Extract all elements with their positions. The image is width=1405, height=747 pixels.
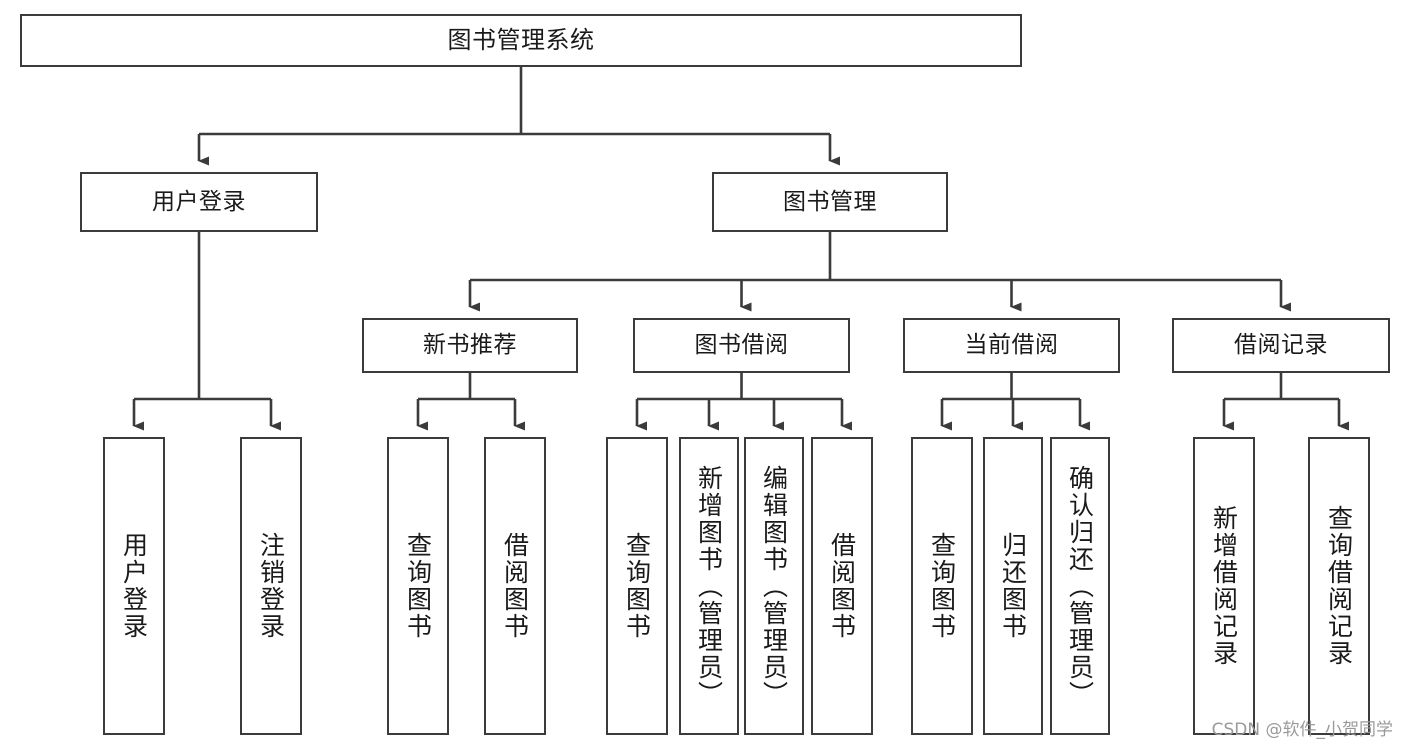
node-leaf-add-record[interactable]: 新增借阅记录 — [1193, 437, 1255, 735]
node-user-login[interactable]: 用户登录 — [80, 172, 318, 232]
node-leaf-logout[interactable]: 注销登录 — [240, 437, 302, 735]
node-label: 查询图书 — [927, 532, 957, 640]
node-label: 编辑图书（管理员） — [759, 464, 789, 708]
node-label: 查询借阅记录 — [1324, 505, 1354, 667]
node-borrow-record[interactable]: 借阅记录 — [1172, 318, 1390, 373]
node-label: 当前借阅 — [964, 332, 1059, 359]
node-label: 图书管理 — [783, 188, 877, 215]
node-label: 用户登录 — [119, 532, 149, 640]
node-label: 图书管理系统 — [447, 25, 595, 54]
node-label: 归还图书 — [998, 532, 1028, 640]
node-book-borrow[interactable]: 图书借阅 — [633, 318, 850, 373]
node-leaf-borrow-book-2[interactable]: 借阅图书 — [811, 437, 873, 735]
node-leaf-borrow-book-1[interactable]: 借阅图书 — [484, 437, 546, 735]
node-leaf-return-book[interactable]: 归还图书 — [983, 437, 1043, 735]
node-current-borrow[interactable]: 当前借阅 — [903, 318, 1120, 373]
node-root[interactable]: 图书管理系统 — [20, 14, 1022, 67]
node-label: 查询图书 — [622, 532, 652, 640]
node-label: 确认归还（管理员） — [1065, 464, 1095, 708]
node-leaf-add-book[interactable]: 新增图书（管理员） — [679, 437, 739, 735]
node-label: 用户登录 — [152, 188, 246, 215]
node-label: 注销登录 — [256, 532, 286, 640]
node-label: 查询图书 — [403, 532, 433, 640]
node-label: 新书推荐 — [423, 332, 517, 359]
node-leaf-confirm-ret[interactable]: 确认归还（管理员） — [1050, 437, 1110, 735]
node-label: 借阅记录 — [1234, 332, 1328, 359]
node-new-book-rec[interactable]: 新书推荐 — [362, 318, 578, 373]
node-leaf-query-book-2[interactable]: 查询图书 — [606, 437, 668, 735]
node-leaf-edit-book[interactable]: 编辑图书（管理员） — [744, 437, 804, 735]
node-leaf-user-login[interactable]: 用户登录 — [103, 437, 165, 735]
node-leaf-query-book-3[interactable]: 查询图书 — [911, 437, 973, 735]
node-book-manage[interactable]: 图书管理 — [712, 172, 948, 232]
watermark-text: CSDN @软件_小贺同学 — [1211, 720, 1393, 740]
node-label: 借阅图书 — [827, 532, 857, 640]
node-leaf-query-book-1[interactable]: 查询图书 — [387, 437, 449, 735]
node-leaf-query-record[interactable]: 查询借阅记录 — [1308, 437, 1370, 735]
node-label: 借阅图书 — [500, 532, 530, 640]
node-label: 新增借阅记录 — [1209, 505, 1239, 667]
node-label: 新增图书（管理员） — [694, 464, 724, 708]
node-label: 图书借阅 — [694, 332, 789, 359]
